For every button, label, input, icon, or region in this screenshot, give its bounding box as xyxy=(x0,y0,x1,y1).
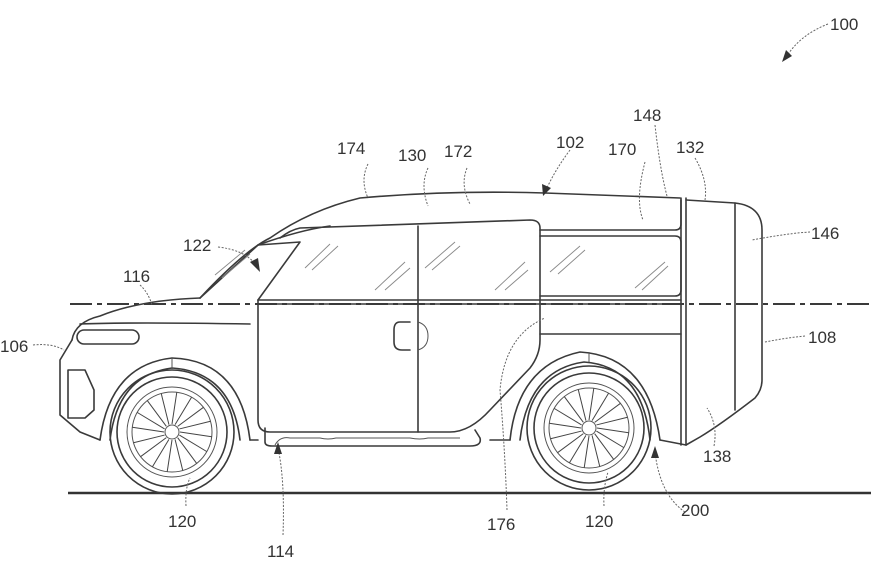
wheel-spoke xyxy=(568,435,587,464)
leader-lines xyxy=(32,23,829,536)
wheel-spoke xyxy=(563,396,584,423)
ref-138: 138 xyxy=(703,447,731,466)
wheel-spoke xyxy=(594,402,621,423)
ref-148: 148 xyxy=(633,106,661,125)
wheel-spoke xyxy=(596,427,629,434)
wheel-spoke xyxy=(583,435,590,468)
rear-wheel xyxy=(526,365,652,491)
wheel-spoke xyxy=(151,439,170,468)
ref-102: 102 xyxy=(556,133,584,152)
wheel-spoke xyxy=(132,426,165,433)
ref-170: 170 xyxy=(608,140,636,159)
wheel-spoke xyxy=(549,422,582,429)
ref-116: 116 xyxy=(123,267,150,286)
wheel-spoke xyxy=(577,389,587,421)
ref-114: 114 xyxy=(267,542,294,561)
wheel-spoke xyxy=(179,434,208,453)
vehicle-body xyxy=(59,191,763,447)
wheel-spoke xyxy=(140,437,167,458)
ref-120-front: 120 xyxy=(168,512,196,531)
wheel-spoke xyxy=(177,437,198,464)
running-board xyxy=(264,427,482,447)
wheel-spoke xyxy=(596,430,625,449)
ref-100: 100 xyxy=(830,15,858,34)
ref-146: 146 xyxy=(811,224,839,243)
wheel-spoke xyxy=(177,406,204,427)
ref-122: 122 xyxy=(183,236,211,255)
door-handle xyxy=(393,321,411,351)
wheel-spoke xyxy=(588,388,595,421)
front-wheel xyxy=(109,369,235,495)
wheel-spoke xyxy=(179,420,211,430)
ref-174: 174 xyxy=(337,139,365,158)
reference-numerals: 100 102 106 108 114 116 120 120 122 130 … xyxy=(0,15,858,561)
ref-130: 130 xyxy=(398,146,426,165)
wheel-spoke xyxy=(133,434,165,444)
wheel-spoke xyxy=(146,400,167,427)
wheel-spoke xyxy=(179,431,212,438)
wheel-spoke xyxy=(596,416,628,426)
ref-120-rear: 120 xyxy=(585,512,613,531)
ref-200: 200 xyxy=(681,501,709,520)
ref-106: 106 xyxy=(0,337,28,356)
wheel-spoke xyxy=(591,435,601,467)
wheel-spoke xyxy=(591,392,610,421)
wheel-spoke xyxy=(557,433,584,454)
ref-176: 176 xyxy=(487,515,515,534)
wheel-spoke xyxy=(174,439,184,471)
headlight xyxy=(76,329,140,345)
wheel-spoke xyxy=(594,433,615,460)
wheel-spoke xyxy=(171,392,178,425)
wheel-spoke xyxy=(553,407,582,426)
ref-108: 108 xyxy=(808,328,836,347)
wheel-spoke xyxy=(166,439,173,472)
ref-172: 172 xyxy=(444,142,472,161)
arrow-100 xyxy=(782,50,792,62)
wheel-spoke xyxy=(160,393,170,425)
wheel-spoke xyxy=(550,430,582,440)
wheel-spoke xyxy=(136,411,165,430)
ref-132: 132 xyxy=(676,138,704,157)
wheel-spoke xyxy=(174,396,193,425)
